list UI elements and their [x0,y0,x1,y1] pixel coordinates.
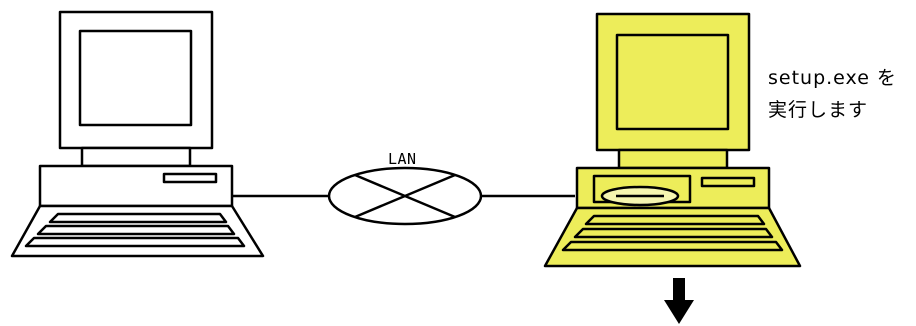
lan-connection [232,166,575,226]
source-monitor [58,10,214,168]
setup-instruction-line-2: 実行します [768,99,869,121]
setup-instruction-line-1: setup.exe を [768,67,897,89]
target-keyboard [543,206,802,268]
cd-drive-icon [592,174,692,207]
down-arrow-icon [664,278,694,324]
setup-instruction: setup.exe を 実行します [768,62,897,126]
source-desktop-unit [38,164,234,208]
lan-label: LAN [388,150,417,168]
target-monitor [595,12,751,170]
source-computer [10,10,265,258]
target-computer [543,12,802,268]
lan-hub-icon [327,166,483,226]
source-keyboard [10,204,265,258]
